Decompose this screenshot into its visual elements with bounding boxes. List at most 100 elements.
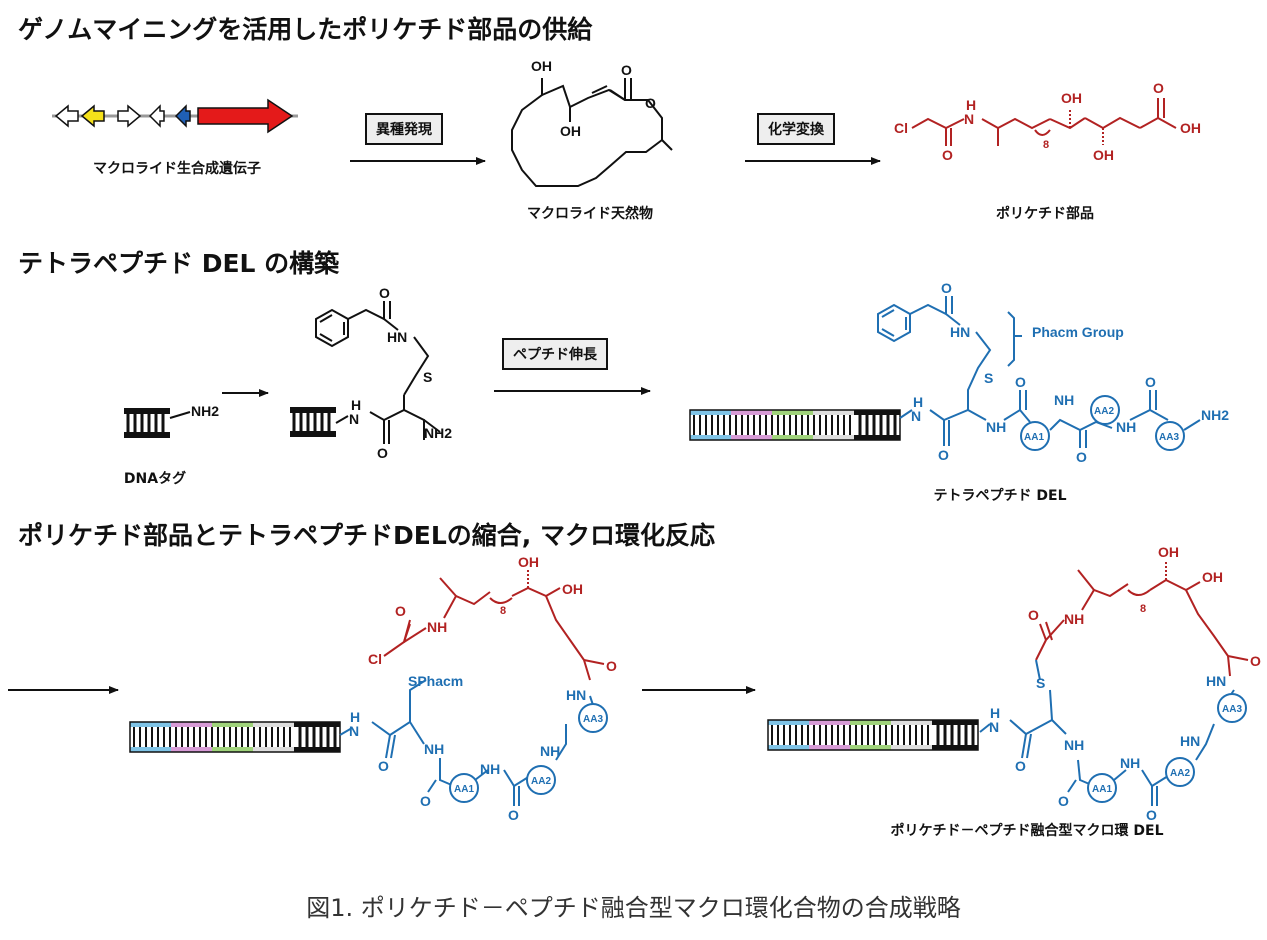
svg-text:O: O xyxy=(1015,758,1026,774)
macrocycle-blue-part xyxy=(979,659,1235,806)
svg-text:O: O xyxy=(1076,449,1087,465)
svg-text:AA2: AA2 xyxy=(1094,406,1114,417)
svg-text:H: H xyxy=(913,394,923,410)
svg-text:O: O xyxy=(378,758,389,774)
svg-text:O: O xyxy=(395,603,406,619)
svg-text:O: O xyxy=(377,445,388,461)
tetrapeptide-del-label: テトラペプチド DEL xyxy=(933,488,1067,504)
svg-text:NH: NH xyxy=(1120,755,1140,771)
svg-text:O: O xyxy=(1250,653,1261,669)
svg-text:Cl: Cl xyxy=(368,651,382,667)
svg-text:O: O xyxy=(621,62,632,78)
svg-text:HN: HN xyxy=(387,329,407,345)
gene-cluster-label: マクロライド生合成遺伝子 xyxy=(93,161,261,177)
svg-text:OH: OH xyxy=(562,581,583,597)
svg-text:8: 8 xyxy=(1140,603,1146,615)
macrolide-atoms: OH OH O O xyxy=(531,58,656,139)
svg-text:Phacm Group: Phacm Group xyxy=(1032,324,1124,340)
polyketide-part-label: ポリケチド部品 xyxy=(996,206,1094,222)
svg-text:OH: OH xyxy=(531,58,552,74)
svg-text:HN: HN xyxy=(950,324,970,340)
svg-text:AA3: AA3 xyxy=(1159,432,1179,443)
tetrapeptide-atoms: O HN S H N O NH O NH O NH O NH2 Phacm Gr… xyxy=(911,280,1229,465)
macrocycle-atoms: O NH 8 OH OH O S H N O NH O NH O HN HN A… xyxy=(989,544,1261,823)
svg-text:O: O xyxy=(1146,807,1157,823)
polyketide-part-atoms: Cl H N O 8 OH OH O OH xyxy=(894,80,1201,163)
svg-text:H: H xyxy=(351,397,361,413)
svg-text:OH: OH xyxy=(1093,147,1114,163)
svg-text:OH: OH xyxy=(1061,90,1082,106)
svg-text:S: S xyxy=(984,370,993,386)
svg-text:8: 8 xyxy=(1043,139,1049,151)
svg-text:OH: OH xyxy=(518,554,539,570)
tetrapeptide-dna xyxy=(688,408,902,442)
conjugate-atoms: Cl O NH 8 OH OH O SPhacm H N O NH O NH O… xyxy=(349,554,617,823)
svg-text:S: S xyxy=(423,369,432,385)
svg-text:AA2: AA2 xyxy=(1170,768,1190,779)
section-title-3: ポリケチド部品とテトラペプチドDELの縮合, マクロ環化反応 xyxy=(18,521,715,550)
svg-text:S: S xyxy=(1036,675,1045,691)
svg-text:NH: NH xyxy=(1064,737,1084,753)
svg-text:N: N xyxy=(964,111,974,127)
peptide-elongation-box: ペプチド伸長 xyxy=(502,338,608,370)
svg-text:OH: OH xyxy=(1202,569,1223,585)
tetrapeptide-structure xyxy=(877,296,1201,448)
svg-text:O: O xyxy=(1028,607,1039,623)
svg-text:AA2: AA2 xyxy=(531,776,551,787)
svg-text:O: O xyxy=(379,285,390,301)
svg-text:SPhacm: SPhacm xyxy=(408,673,463,689)
svg-text:NH: NH xyxy=(427,619,447,635)
reaction-arrows xyxy=(8,157,881,694)
svg-text:NH: NH xyxy=(540,743,560,759)
dna-tag xyxy=(122,406,172,440)
dna-tag-nh2: NH2 xyxy=(191,403,219,419)
svg-text:O: O xyxy=(420,793,431,809)
svg-text:OH: OH xyxy=(560,123,581,139)
section-title-1: ゲノムマイニングを活用したポリケチド部品の供給 xyxy=(18,15,593,44)
svg-text:O: O xyxy=(508,807,519,823)
svg-text:OH: OH xyxy=(1158,544,1179,560)
svg-text:HN: HN xyxy=(566,687,586,703)
svg-text:NH2: NH2 xyxy=(1201,407,1229,423)
svg-text:H: H xyxy=(990,705,1000,721)
conjugate-dna xyxy=(128,720,342,754)
heterologous-expression-box: 異種発現 xyxy=(365,113,443,145)
svg-text:O: O xyxy=(938,447,949,463)
svg-text:AA3: AA3 xyxy=(1222,704,1242,715)
svg-text:H: H xyxy=(350,709,360,725)
svg-text:N: N xyxy=(989,719,999,735)
svg-text:NH: NH xyxy=(1116,419,1136,435)
natural-product-label: マクロライド天然物 xyxy=(527,206,653,222)
svg-text:NH: NH xyxy=(1064,611,1084,627)
dna-tag-label: DNAタグ xyxy=(123,471,187,487)
macrocycle-red-part xyxy=(1035,560,1249,677)
macrolide-structure xyxy=(511,78,673,187)
svg-text:AA1: AA1 xyxy=(1092,784,1112,795)
svg-text:O: O xyxy=(1153,80,1164,96)
tetrapeptide-residues xyxy=(1020,395,1185,451)
svg-text:N: N xyxy=(349,411,359,427)
svg-text:8: 8 xyxy=(500,605,506,617)
macrocycle-dna xyxy=(766,718,980,752)
chemical-conversion-box: 化学変換 xyxy=(757,113,835,145)
svg-text:NH: NH xyxy=(1054,392,1074,408)
svg-text:O: O xyxy=(645,95,656,111)
svg-text:NH: NH xyxy=(424,741,444,757)
svg-text:HN: HN xyxy=(1180,733,1200,749)
svg-text:O: O xyxy=(1015,374,1026,390)
svg-text:AA1: AA1 xyxy=(1024,432,1044,443)
svg-text:NH: NH xyxy=(480,761,500,777)
svg-text:H: H xyxy=(966,97,976,113)
cys-phacm-atoms: O HN S H N O NH2 xyxy=(349,285,452,461)
svg-text:O: O xyxy=(941,280,952,296)
svg-text:HN: HN xyxy=(1206,673,1226,689)
svg-text:Cl: Cl xyxy=(894,120,908,136)
svg-text:AA1: AA1 xyxy=(454,784,474,795)
svg-text:O: O xyxy=(1058,793,1069,809)
svg-text:N: N xyxy=(911,408,921,424)
svg-text:O: O xyxy=(606,658,617,674)
svg-text:AA3: AA3 xyxy=(583,714,603,725)
figure-caption: 図1. ポリケチド－ペプチド融合型マクロ環化合物の合成戦略 xyxy=(306,894,961,922)
macrocycle-del-label: ポリケチド－ペプチド融合型マクロ環 DEL xyxy=(890,823,1164,839)
